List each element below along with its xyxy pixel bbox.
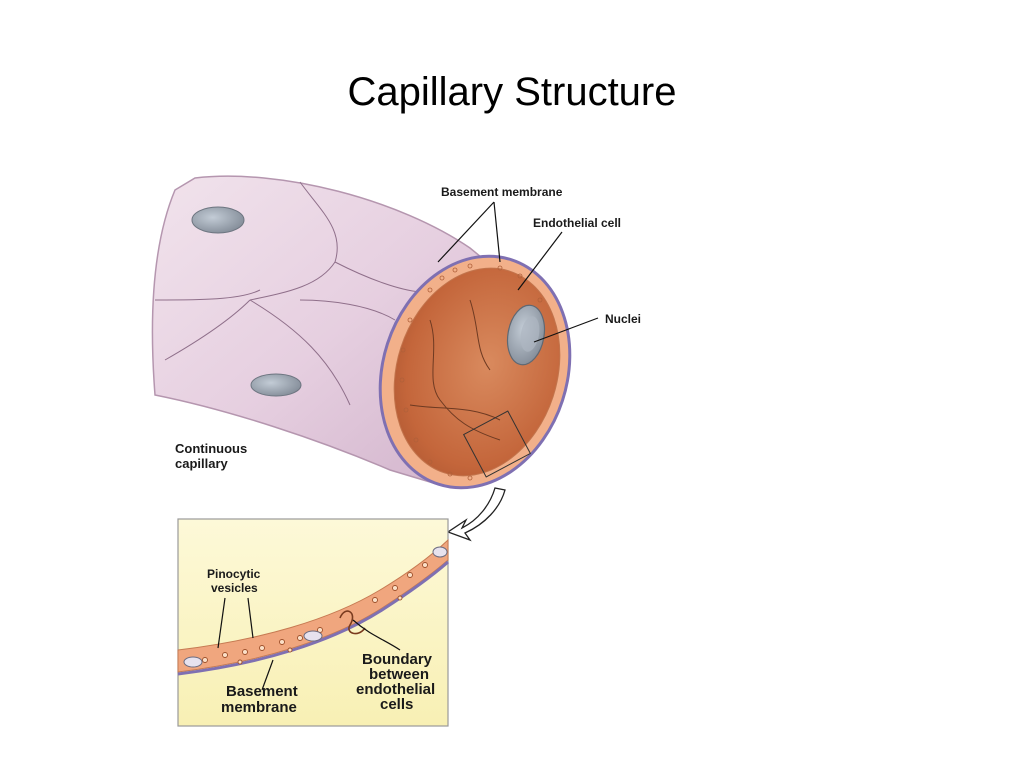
label-pinocytic-line1: Pinocytic (207, 567, 261, 581)
organelle-1 (183, 656, 203, 668)
inset-detail (177, 518, 449, 727)
label-boundary-line2: between (369, 666, 429, 683)
label-nuclei: Nuclei (605, 312, 641, 326)
label-continuous-capillary-line2: capillary (175, 456, 229, 471)
magnification-box (462, 410, 532, 478)
label-continuous-capillary-line1: Continuous (175, 441, 247, 456)
label-boundary-line1: Boundary (362, 651, 433, 668)
label-basement-membrane-bottom-line2: membrane (221, 699, 297, 716)
slide-title: Capillary Structure (347, 70, 677, 114)
leader-lines (217, 201, 599, 691)
nucleus-exterior-2 (250, 373, 302, 397)
organelle-3 (432, 546, 448, 558)
label-pinocytic-line2: vesicles (211, 581, 258, 595)
organelle-2 (303, 630, 323, 642)
capillary-cross-section (378, 254, 572, 490)
label-boundary-line4: cells (380, 696, 413, 713)
capillary-tube (151, 175, 516, 486)
label-basement-membrane-top: Basement membrane (441, 185, 563, 199)
nucleus-exterior-1 (191, 206, 245, 234)
magnification-arrow (446, 487, 506, 542)
label-basement-membrane-bottom-line1: Basement (226, 683, 298, 700)
label-boundary-line3: endothelial (356, 681, 435, 698)
label-endothelial-cell: Endothelial cell (533, 216, 621, 230)
